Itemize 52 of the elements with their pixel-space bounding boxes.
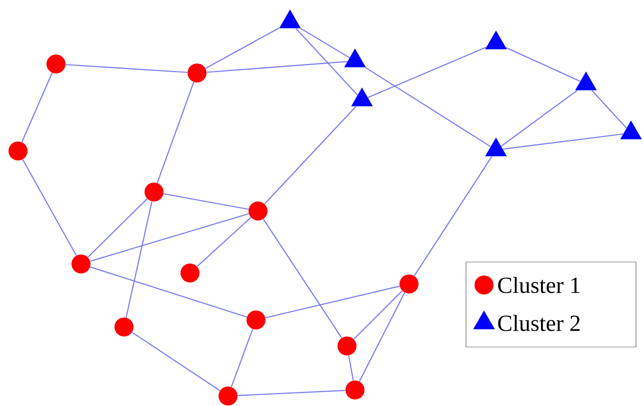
edge-line [364,66,491,148]
triangle-marker [575,72,597,90]
circle-marker [114,318,134,336]
triangle-marker [344,48,366,68]
edge-line [22,159,77,256]
triangle-marker [620,120,642,140]
edge-line [264,106,356,204]
edge-line [90,266,247,318]
edge-line [90,213,249,262]
edge-line [156,82,194,184]
circle-marker [72,254,90,274]
circle-marker [218,386,238,406]
circle-marker [144,182,164,202]
circle-marker [8,142,28,160]
edge-line [132,332,220,392]
legend-label: Cluster 1 [498,276,580,294]
circle-marker [346,380,364,400]
edge-line [238,390,346,396]
circle-marker [400,274,418,294]
edge-line [205,28,280,69]
edge-line [353,290,403,340]
edge-line [265,286,400,318]
circle-marker [246,310,266,330]
edge-line [348,355,354,381]
edge-line [368,46,486,98]
edge-line [163,193,249,210]
legend-label: Cluster 2 [498,314,580,332]
edge-line [506,47,580,82]
triangle-marker [485,138,507,156]
edge-line [230,328,254,388]
edge-line [88,198,148,258]
edge-line [592,90,627,128]
triangle-marker [279,10,301,28]
edge-line [358,292,406,382]
circle-marker [180,264,200,282]
edge-line [66,64,188,73]
triangle-marker [351,88,373,106]
edge-line [502,133,624,150]
circle-marker [46,54,66,74]
edge-line [414,156,492,276]
triangle-marker [485,30,507,50]
edge-line [126,201,152,318]
circle-marker [338,336,356,356]
edge-line [206,61,348,73]
edge-line [196,217,252,267]
edge-line [296,28,358,96]
edge-line [300,28,350,58]
edge-line [21,72,53,142]
circle-marker [248,202,268,220]
edge-line [500,90,578,147]
circle-marker [188,64,206,82]
edge-line [262,218,342,338]
